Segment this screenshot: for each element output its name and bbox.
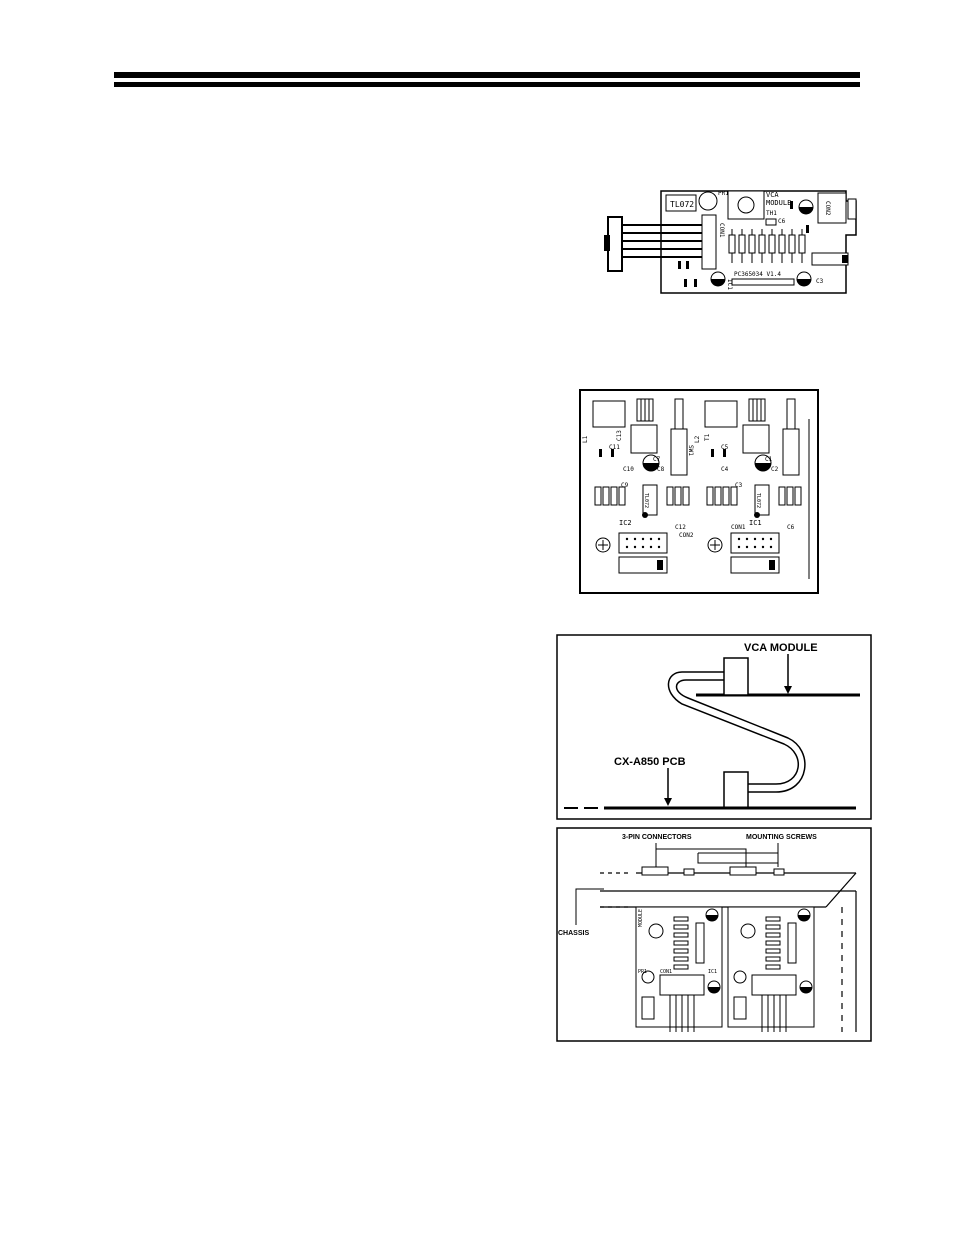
figure-cx-pcb-layout: SW1 L1 C11 C13 C10 C7 C8 C9 TL072 IC2 C1… [579, 389, 819, 594]
fig2-c3-label: C3 [735, 482, 743, 489]
fig2-c11-label: C11 [609, 444, 620, 451]
fig2-con2-label: CON2 [679, 532, 694, 539]
fig2-l1-label: L1 [582, 435, 589, 443]
channel-right: L2 T1 C5 C4 C1 C2 C3 TL072 IC1 CON1 C6 [694, 398, 802, 574]
fig2-c13-label: C13 [616, 430, 623, 441]
fig2-c8-label: C8 [657, 466, 665, 473]
fig2-c5-label: C5 [721, 444, 729, 451]
header-rule-top [114, 72, 860, 78]
fig1-vca-label: VCA [766, 191, 779, 199]
fig2-c2-label: C2 [771, 466, 779, 473]
fig2-c7-label: C7 [653, 456, 661, 463]
fig4-chassis-label: CHASSIS [558, 930, 589, 937]
fig1-ic1-label: IC1 [726, 279, 733, 290]
fig1-pcb-code: PC365034 V1.4 [734, 271, 781, 278]
fig2-c1-label: C1 [765, 456, 773, 463]
fig1-module-label: MODULE [766, 199, 791, 207]
fig2-c6-label: C6 [787, 524, 795, 531]
channel-left: SW1 L1 C11 C13 C10 C7 C8 C9 TL072 IC2 C1… [582, 398, 694, 574]
fig4-module-right [727, 906, 815, 1032]
fig4-ic1-label: IC1 [708, 969, 717, 975]
fig1-c3-label: C3 [816, 278, 824, 285]
fig1-pr-label: PR1 [718, 190, 729, 197]
fig1-c6-label: C6 [778, 218, 786, 225]
fig4-pr-label: PR1 [638, 969, 647, 975]
fig2-c12-label: C12 [675, 524, 686, 531]
fig2-c10-label: C10 [623, 466, 634, 473]
figure-vca-module-cable: TL072 PR1 CON1 VCA MODULE TH1 C6 IC1 C3 … [604, 190, 857, 294]
fig1-con1-label: CON1 [718, 223, 725, 238]
fig4-screws-label: MOUNTING SCREWS [746, 834, 817, 841]
fig2-ic-label-right: TL072 [755, 493, 761, 508]
fig2-con1-label: CON1 [731, 524, 746, 531]
figure-chassis-mounting: 3-PIN CONNECTORS MOUNTING SCREWS CHASSIS… [556, 827, 872, 1042]
fig1-ic-label: TL072 [670, 200, 694, 209]
fig2-ic-label-left: TL072 [643, 493, 649, 508]
fig2-sw-label: SW1 [687, 445, 694, 456]
header-rule-bottom [114, 82, 860, 87]
fig2-ic1-label: IC1 [749, 519, 762, 527]
fig1-th-label: TH1 [766, 210, 777, 217]
fig4-module-left: MODULE PR1 CON1 IC1 [635, 906, 723, 1032]
fig2-l2-label: L2 [694, 435, 701, 443]
fig3-vca-module-label: VCA MODULE [744, 642, 818, 654]
fig2-c4-label: C4 [721, 466, 729, 473]
fig4-con1-label: CON1 [660, 969, 672, 975]
fig3-pcb-label: CX-A850 PCB [614, 756, 686, 768]
fig4-connectors-label: 3-PIN CONNECTORS [622, 834, 692, 841]
fig1-con2-label: CON2 [824, 201, 831, 216]
fig2-ic2-label: IC2 [619, 519, 632, 527]
fig2-t1-label: T1 [704, 433, 711, 441]
figure-cable-routing: VCA MODULE CX-A850 PCB [556, 634, 872, 820]
fig4-module-label-left: MODULE [638, 909, 644, 927]
fig2-c9-label: C9 [621, 482, 629, 489]
